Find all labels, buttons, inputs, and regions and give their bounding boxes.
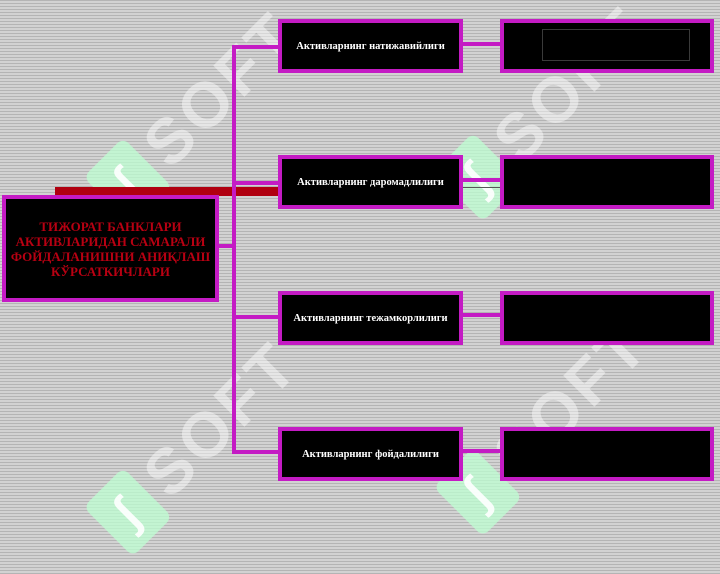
detail-inner-frame (542, 29, 690, 61)
detail-box (500, 427, 714, 481)
right-connector-4 (463, 449, 500, 453)
vertical-trunk (232, 45, 236, 453)
indicator-label: Активларнинг натижавийлиги (296, 40, 445, 52)
branch-connector-1 (232, 45, 278, 49)
right-connector-2 (463, 178, 500, 182)
branch-connector-3 (232, 315, 278, 319)
detail-box (500, 155, 714, 209)
main-concept-title: ТИЖОРАТ БАНКЛАРИ АКТИВЛАРИДАН САМАРАЛИ Ф… (10, 218, 211, 279)
indicator-box: Активларнинг натижавийлиги (278, 19, 463, 73)
accent-bar (55, 187, 280, 196)
branch-connector-2 (232, 181, 278, 185)
detail-box (500, 19, 714, 73)
accent-underline (456, 187, 502, 188)
indicator-box: Активларнинг тежамкорлилиги (278, 291, 463, 345)
indicator-label: Активларнинг фойдалилиги (302, 448, 439, 460)
branch-connector-4 (232, 450, 278, 454)
indicator-box: Активларнинг фойдалилиги (278, 427, 463, 481)
watermark-text: SOFT (129, 327, 313, 511)
indicator-box: Активларнинг даромадлилиги (278, 155, 463, 209)
main-connector (215, 244, 235, 248)
right-connector-3 (463, 313, 500, 317)
indicator-label: Активларнинг даромадлилиги (297, 176, 444, 188)
indicator-label: Активларнинг тежамкорлилиги (293, 312, 448, 324)
right-connector-1 (463, 42, 500, 46)
detail-box (500, 291, 714, 345)
main-concept-box: ТИЖОРАТ БАНКЛАРИ АКТИВЛАРИДАН САМАРАЛИ Ф… (2, 195, 219, 302)
